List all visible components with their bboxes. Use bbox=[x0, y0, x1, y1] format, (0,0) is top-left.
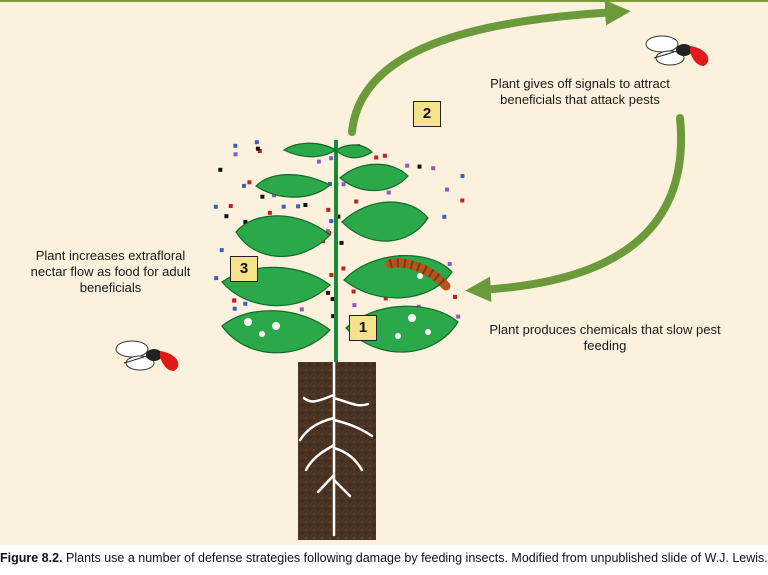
signal-dot bbox=[460, 174, 465, 178]
signal-dot bbox=[386, 190, 391, 195]
signal-dot bbox=[243, 301, 248, 306]
signal-dot bbox=[336, 214, 341, 219]
signal-dot bbox=[296, 204, 301, 209]
signal-dot bbox=[442, 214, 447, 219]
caption-text: Plants use a number of defense strategie… bbox=[62, 551, 768, 565]
signal-dot bbox=[341, 266, 346, 271]
signal-dot bbox=[232, 298, 237, 303]
signal-dot bbox=[326, 290, 331, 295]
marker-1: 1 bbox=[349, 315, 377, 341]
signal-dot bbox=[330, 297, 335, 301]
signal-dot bbox=[351, 289, 356, 294]
signal-dot bbox=[352, 303, 357, 308]
leaf bbox=[341, 201, 429, 242]
plant bbox=[221, 140, 459, 362]
signal-dot bbox=[260, 194, 265, 199]
signal-dot bbox=[299, 307, 304, 312]
signal-dot bbox=[224, 214, 229, 219]
signal-dot bbox=[354, 199, 359, 204]
marker-2: 2 bbox=[413, 101, 441, 127]
signal-dot bbox=[453, 294, 457, 299]
signal-dot bbox=[303, 203, 308, 207]
signal-dot bbox=[254, 140, 259, 145]
leaf bbox=[335, 144, 373, 159]
signal-dot bbox=[232, 306, 237, 311]
signal-dot bbox=[374, 155, 379, 160]
leaf bbox=[235, 215, 331, 257]
signal-dot bbox=[326, 207, 331, 212]
signal-dot bbox=[214, 276, 219, 281]
signal-dot bbox=[331, 314, 336, 319]
label-signals: Plant gives off signals to attract benef… bbox=[490, 76, 670, 107]
figure-caption: Figure 8.2. Plants use a number of defen… bbox=[0, 551, 768, 565]
signal-dot bbox=[247, 180, 252, 185]
signal-arrow bbox=[348, 0, 631, 136]
plant-roots bbox=[298, 360, 374, 537]
signal-dot bbox=[445, 187, 449, 192]
caption-figure-number: Figure 8.2. bbox=[0, 551, 63, 565]
signal-dot bbox=[431, 166, 436, 171]
leaf bbox=[282, 142, 338, 158]
return-arrow bbox=[465, 114, 685, 303]
signal-dot bbox=[329, 219, 334, 224]
signal-dot bbox=[257, 149, 262, 153]
signal-dot bbox=[219, 248, 224, 253]
signal-dot bbox=[213, 204, 218, 209]
signal-dot bbox=[243, 220, 248, 224]
leaf-damage bbox=[244, 259, 431, 339]
label-nectar: Plant increases extrafloral nectar flow … bbox=[30, 248, 191, 295]
wasp-top-right bbox=[645, 35, 709, 66]
signal-dot bbox=[271, 193, 276, 198]
marker-3: 3 bbox=[230, 256, 258, 282]
signal-dot bbox=[417, 164, 422, 169]
signal-dot bbox=[456, 314, 461, 319]
soil-column bbox=[298, 362, 376, 540]
leaf bbox=[221, 310, 331, 354]
signal-dot bbox=[218, 167, 223, 172]
signal-dot bbox=[233, 152, 238, 157]
signal-dot bbox=[339, 240, 344, 245]
signal-dot bbox=[325, 229, 330, 234]
signal-dot bbox=[255, 146, 260, 151]
signal-dot bbox=[382, 153, 387, 158]
signal-dot bbox=[281, 204, 286, 209]
signal-dot bbox=[233, 143, 238, 148]
signal-dot bbox=[228, 204, 233, 208]
wasp-bottom-left bbox=[115, 340, 179, 371]
signal-dot bbox=[447, 262, 452, 266]
signal-dot bbox=[383, 296, 388, 301]
signal-dot bbox=[405, 163, 410, 168]
signal-dot bbox=[316, 159, 321, 164]
signal-dot bbox=[329, 273, 334, 277]
diagram-art bbox=[115, 0, 709, 540]
leaf bbox=[255, 174, 332, 198]
signal-dot bbox=[327, 181, 332, 186]
signal-dot bbox=[267, 210, 272, 215]
signal-dot bbox=[460, 198, 465, 203]
leaf bbox=[339, 163, 409, 192]
signal-dot bbox=[242, 183, 246, 188]
signal-dot bbox=[341, 182, 346, 187]
label-chemicals: Plant produces chemicals that slow pest … bbox=[489, 322, 721, 353]
signal-dot bbox=[329, 156, 334, 161]
